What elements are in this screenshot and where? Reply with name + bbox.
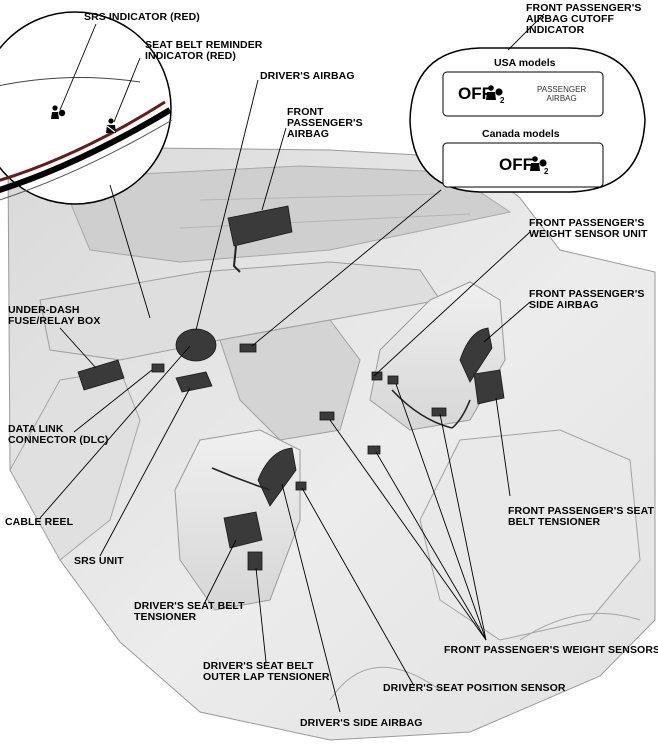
under-dash-fuse-box-component bbox=[77, 359, 125, 391]
drivers-seat-position-sensor-component bbox=[295, 481, 307, 491]
drivers-airbag-label: DRIVER'S AIRBAG bbox=[260, 70, 355, 82]
seat-belt-icon bbox=[106, 118, 116, 133]
svg-text:2: 2 bbox=[500, 96, 505, 105]
usa-models-heading: USA models bbox=[494, 57, 556, 69]
cable-reel-label: CABLE REEL bbox=[5, 516, 74, 528]
svg-text:2: 2 bbox=[544, 167, 549, 176]
front-passenger-airbag-component bbox=[227, 205, 293, 247]
weight-sensor-component bbox=[319, 411, 335, 421]
passenger-side-airbag-label: FRONT PASSENGER'S SIDE AIRBAG bbox=[529, 288, 645, 311]
drivers-side-airbag-component bbox=[257, 447, 297, 507]
passenger-weight-sensors-label: FRONT PASSENGER'S WEIGHT SENSORS bbox=[444, 644, 658, 656]
drivers-outer-lap-tensioner-component bbox=[247, 551, 263, 571]
passenger-seat bbox=[369, 281, 506, 431]
indicator-inset bbox=[0, 11, 173, 205]
weight-sensor-component bbox=[431, 407, 447, 417]
srs-indicator-label: SRS INDICATOR (RED) bbox=[84, 11, 200, 23]
passenger-airbag-text: PASSENGER AIRBAG bbox=[537, 85, 587, 103]
drivers-seat-belt-tensioner-component bbox=[223, 511, 263, 549]
cutoff-indicator-component bbox=[239, 343, 257, 353]
drivers-seat-position-sensor-label: DRIVER'S SEAT POSITION SENSOR bbox=[383, 682, 566, 694]
weight-sensor-component bbox=[367, 445, 381, 455]
canada-off-text: OFF bbox=[499, 155, 533, 174]
seat-belt-reminder-label: SEAT BELT REMINDER INDICATOR (RED) bbox=[145, 39, 263, 62]
airbag-occupant-icon: 2 bbox=[530, 156, 549, 176]
srs-occupant-icon bbox=[51, 105, 66, 119]
under-dash-fuse-label: UNDER-DASH FUSE/RELAY BOX bbox=[8, 304, 101, 327]
drivers-side-airbag-label: DRIVER'S SIDE AIRBAG bbox=[300, 717, 423, 729]
weight-sensor-unit-label: FRONT PASSENGER'S WEIGHT SENSOR UNIT bbox=[529, 217, 648, 240]
srs-unit-label: SRS UNIT bbox=[74, 555, 124, 567]
weight-sensor-unit-component bbox=[371, 371, 383, 381]
weight-sensor-component bbox=[387, 375, 399, 385]
passenger-cutoff-indicator-label: FRONT PASSENGER'S AIRBAG CUTOFF INDICATO… bbox=[526, 2, 642, 36]
srs-unit-component bbox=[175, 371, 213, 393]
dlc-component bbox=[151, 363, 165, 373]
drivers-airbag-component bbox=[175, 328, 217, 362]
passenger-seat-belt-tensioner-component bbox=[473, 369, 505, 405]
airbag-occupant-icon: 2 bbox=[486, 85, 505, 105]
canada-models-heading: Canada models bbox=[482, 128, 560, 140]
cutoff-indicator-panel: 2 2 bbox=[409, 47, 646, 193]
leader-lines bbox=[39, 13, 545, 713]
dashboard bbox=[39, 261, 441, 361]
usa-off-text: OFF bbox=[458, 84, 492, 103]
data-link-connector-label: DATA LINK CONNECTOR (DLC) bbox=[8, 423, 109, 446]
front-passengers-airbag-label: FRONT PASSENGER'S AIRBAG bbox=[287, 106, 363, 140]
passenger-seat-belt-tensioner-label: FRONT PASSENGER'S SEAT BELT TENSIONER bbox=[508, 505, 655, 528]
drivers-seat-belt-tensioner-label: DRIVER'S SEAT BELT TENSIONER bbox=[134, 600, 245, 623]
drivers-outer-lap-tensioner-label: DRIVER'S SEAT BELT OUTER LAP TENSIONER bbox=[203, 660, 330, 683]
